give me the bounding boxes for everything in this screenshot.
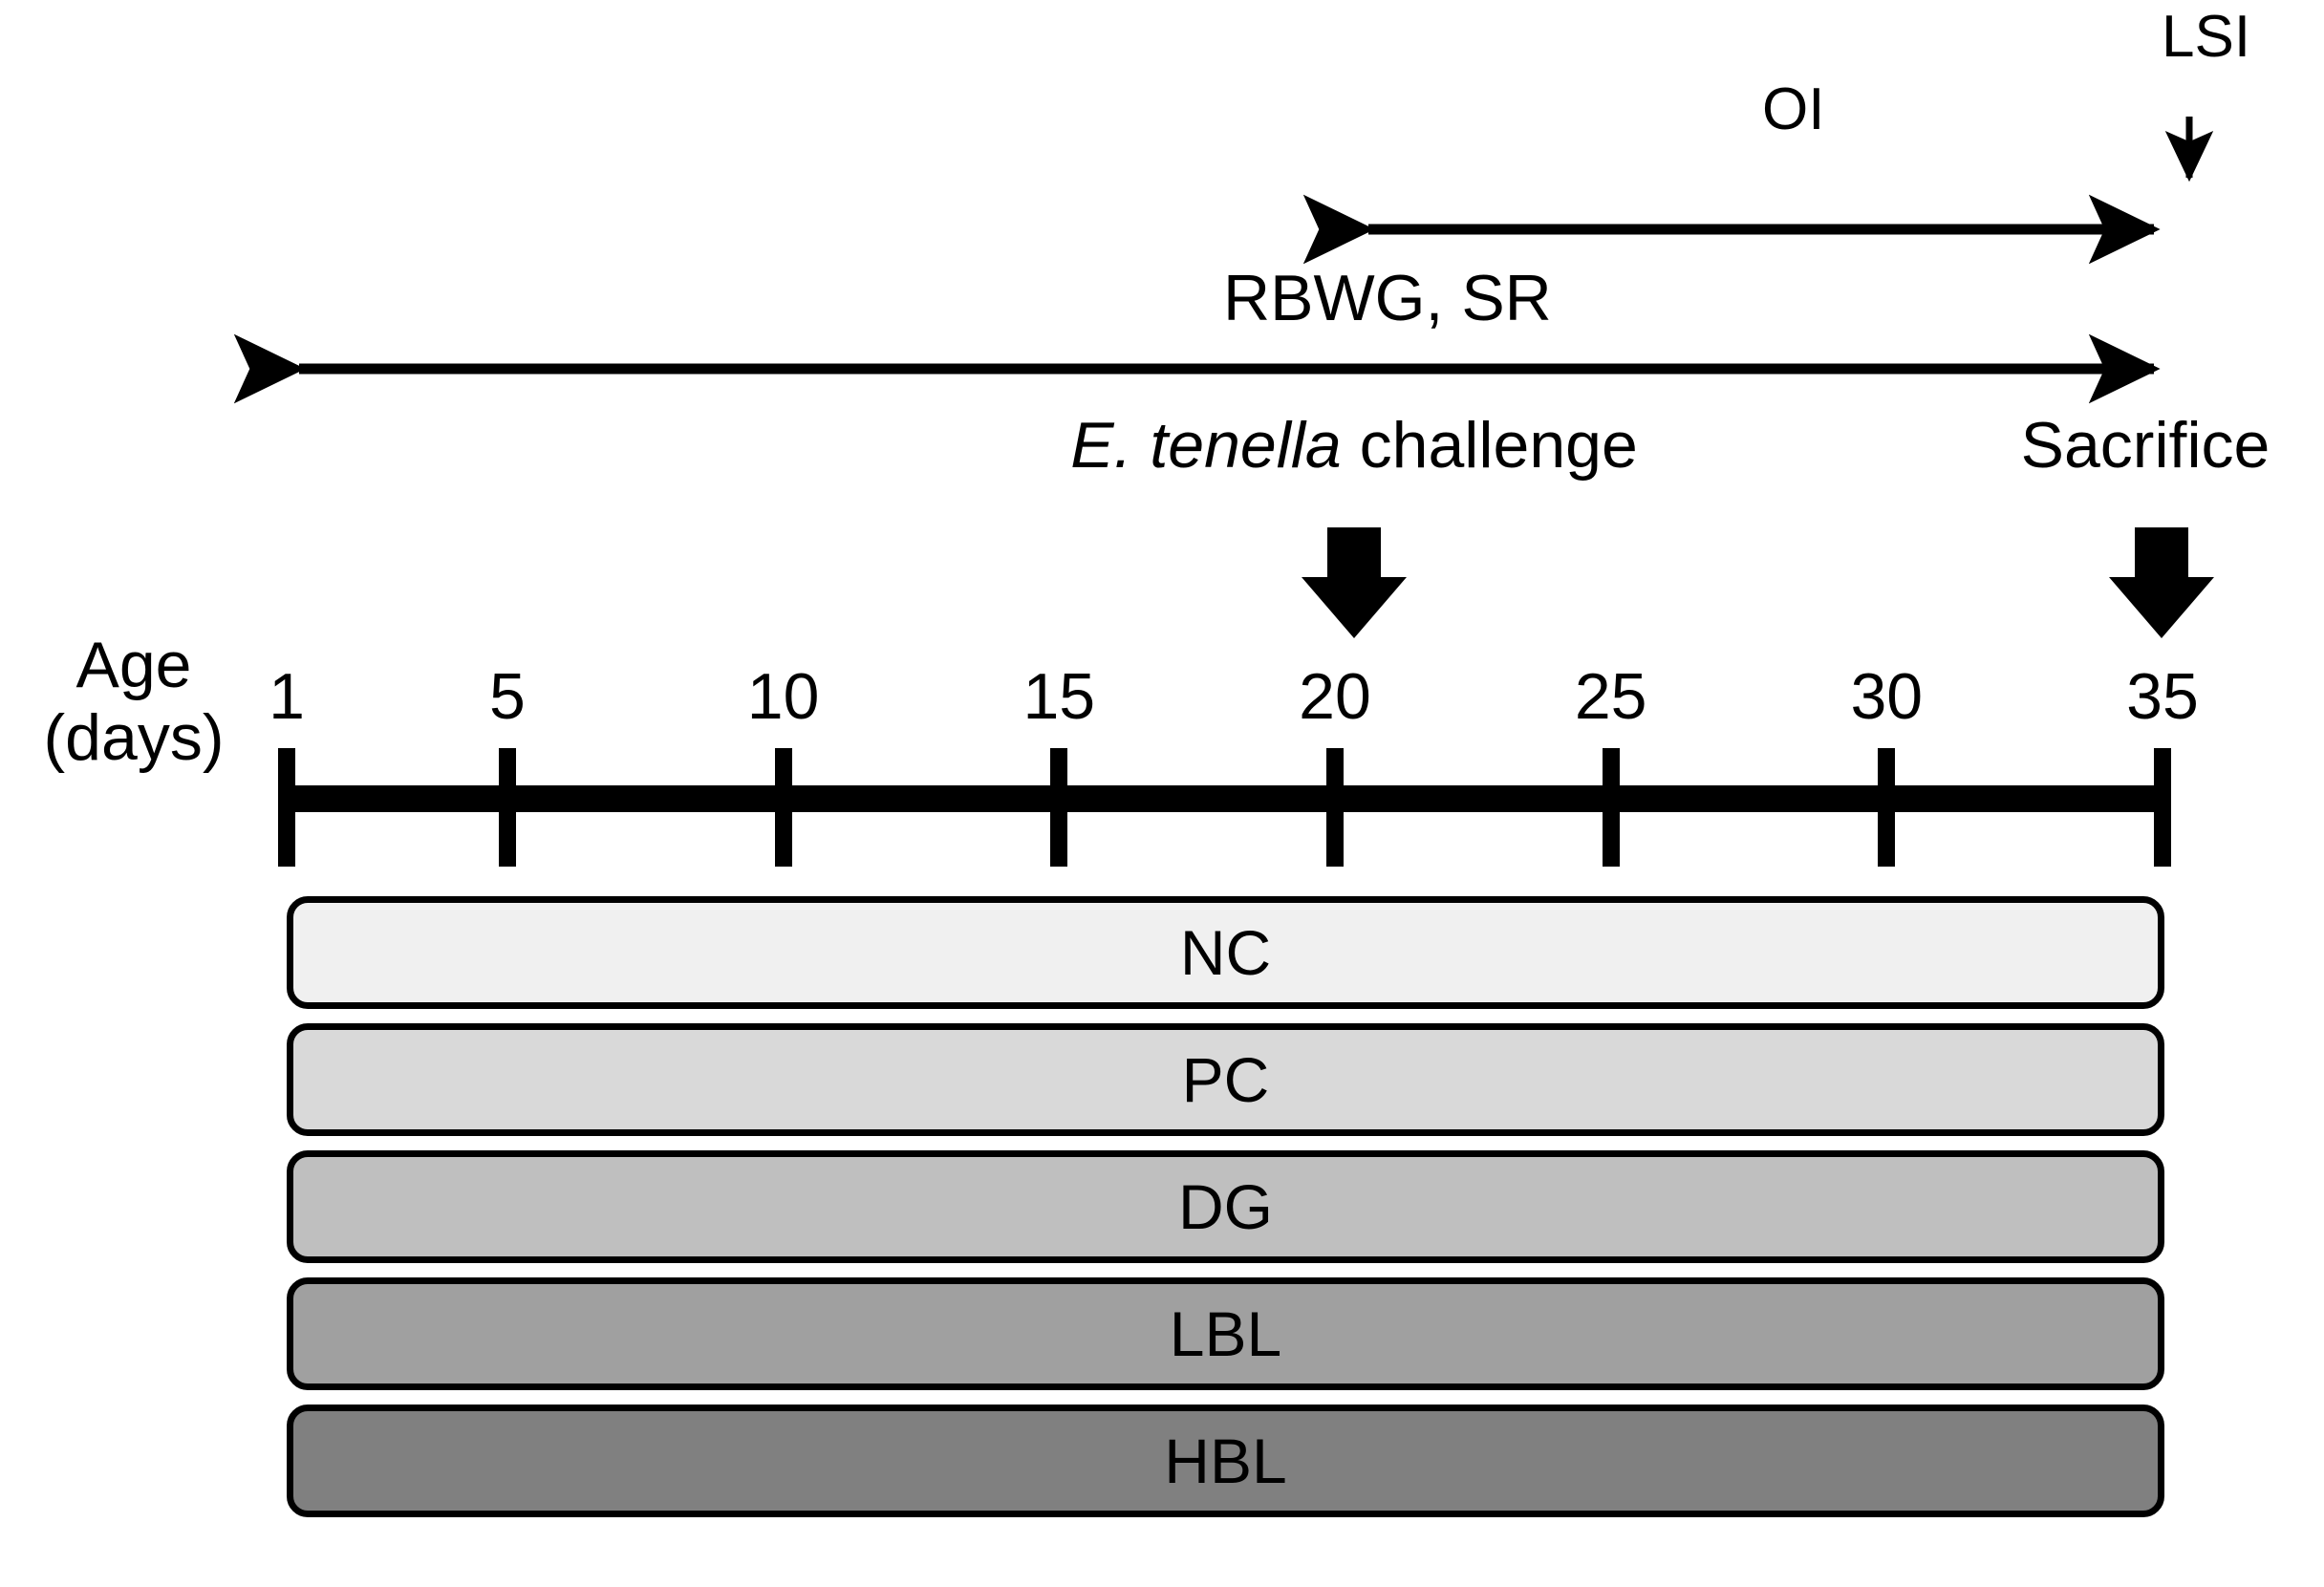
axis-tick-label-25: 25 xyxy=(1574,660,1647,733)
group-bar-lbl[interactable]: LBL xyxy=(287,1277,2164,1390)
group-bar-label: DG xyxy=(1178,1171,1273,1242)
challenge-text: challenge xyxy=(1341,409,1638,482)
group-bar-label: HBL xyxy=(1164,1426,1287,1496)
axis-tick-label-10: 10 xyxy=(746,660,820,733)
axis-line xyxy=(287,785,2163,812)
age-caption-line-2: (days) xyxy=(43,701,225,775)
group-bar-dg[interactable]: DG xyxy=(287,1150,2164,1263)
lsi-label: LSI xyxy=(2162,4,2251,70)
treatment-group-bars: NC PC DG LBL HBL xyxy=(287,896,2164,1517)
axis-tick-30 xyxy=(1878,748,1896,867)
axis-tick-10 xyxy=(774,748,792,867)
axis-tick-5 xyxy=(498,748,516,867)
group-bar-label: PC xyxy=(1181,1044,1270,1115)
axis-tick-label-35: 35 xyxy=(2126,660,2199,733)
sacrifice-label: Sacrifice xyxy=(2020,409,2270,482)
rbwg-sr-span-label: RBWG, SR xyxy=(1223,262,1552,334)
axis-tick-20 xyxy=(1325,748,1344,867)
axis-tick-label-20: 20 xyxy=(1299,660,1371,733)
group-bar-nc[interactable]: NC xyxy=(287,896,2164,1009)
axis-tick-25 xyxy=(1602,748,1620,867)
axis-tick-label-15: 15 xyxy=(1022,660,1096,733)
group-bar-label: LBL xyxy=(1169,1298,1282,1369)
axis-tick-label-30: 30 xyxy=(1850,660,1924,733)
axis-tick-label-1: 1 xyxy=(269,660,305,733)
axis-tick-35 xyxy=(2154,748,2171,867)
group-bar-label: NC xyxy=(1179,917,1272,988)
e-tenella-challenge-label: E. tenella challenge xyxy=(1070,413,1638,478)
oi-span-label: OI xyxy=(1762,76,1825,142)
age-axis-caption: Age (days) xyxy=(0,629,268,774)
group-bar-hbl[interactable]: HBL xyxy=(287,1405,2164,1517)
age-caption-line-1: Age xyxy=(75,629,192,701)
e-tenella-italic-text: E. tenella xyxy=(1070,409,1342,482)
axis-tick-15 xyxy=(1050,748,1068,867)
axis-tick-1 xyxy=(278,748,295,867)
axis-tick-label-5: 5 xyxy=(489,660,526,733)
group-bar-pc[interactable]: PC xyxy=(287,1023,2164,1136)
